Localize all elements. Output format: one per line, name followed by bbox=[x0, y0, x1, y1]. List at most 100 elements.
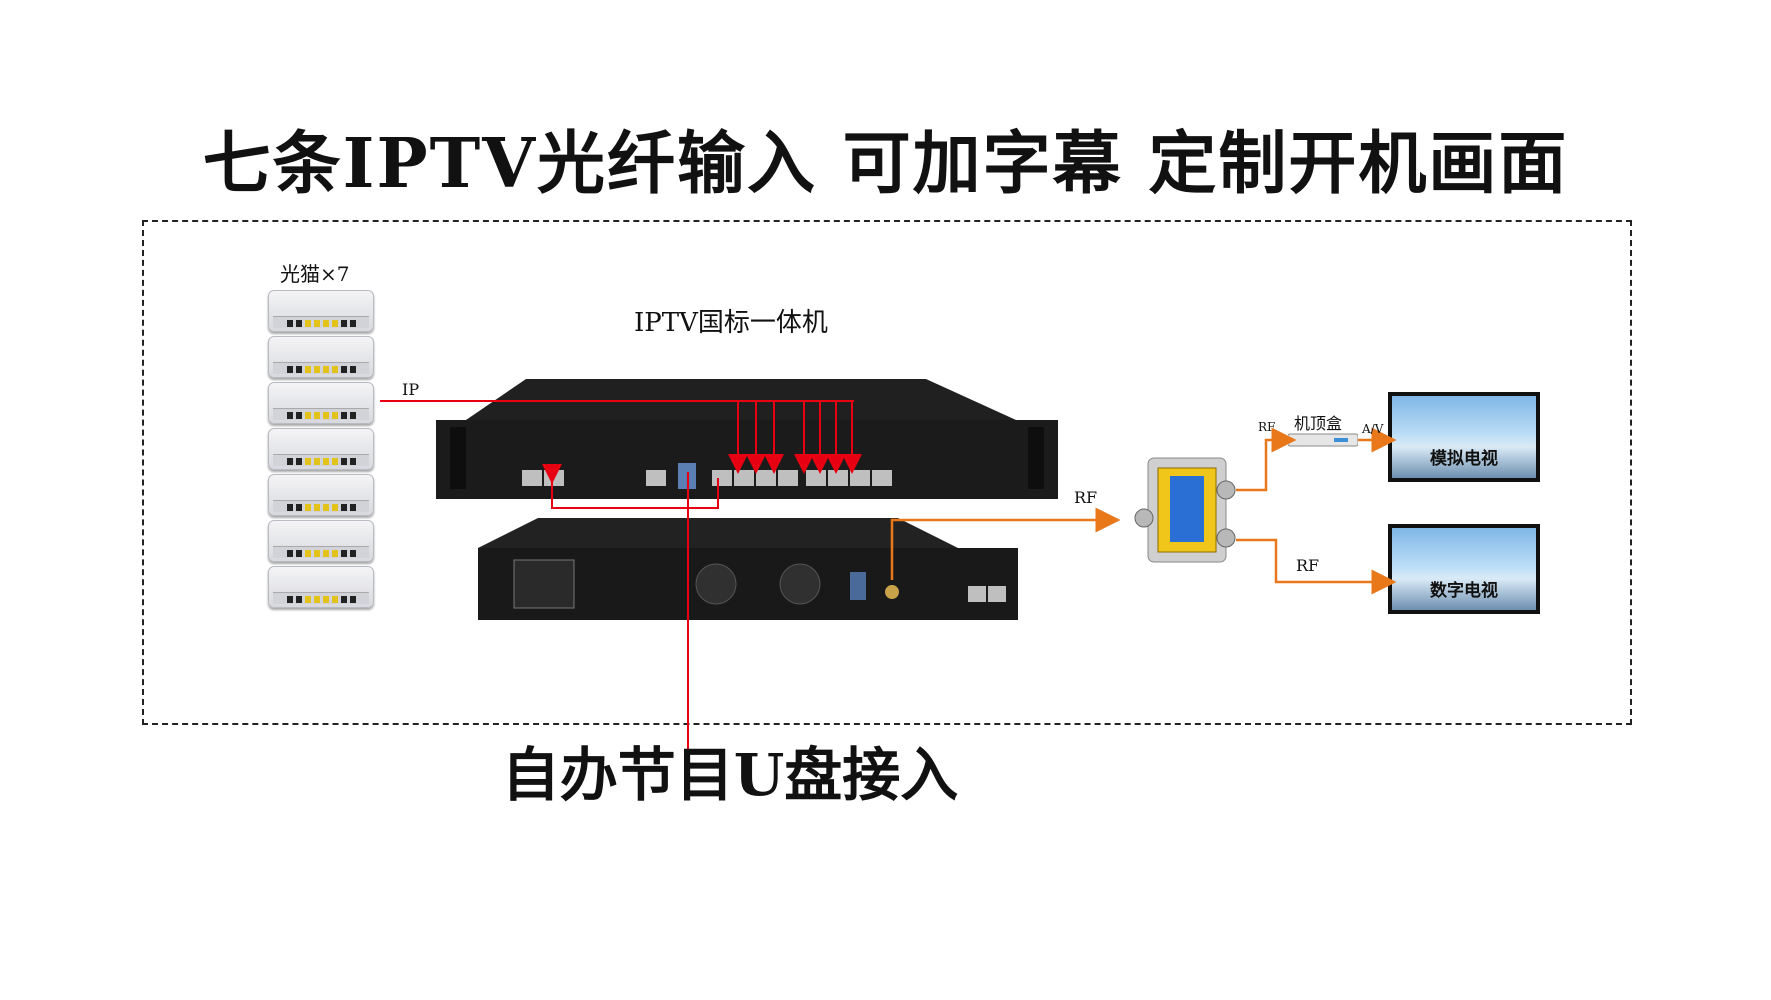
device-label: IPTV国标一体机 bbox=[634, 308, 828, 338]
port-data2 bbox=[968, 586, 986, 602]
device-top-cover bbox=[466, 379, 1016, 420]
modem-port bbox=[296, 412, 302, 419]
modem-port bbox=[341, 412, 347, 419]
modem-port bbox=[314, 366, 320, 373]
settop-display bbox=[1334, 438, 1348, 442]
rf-main-label: RF bbox=[1074, 488, 1098, 507]
port-eth6 bbox=[828, 470, 848, 486]
optical-modem bbox=[268, 336, 374, 378]
modem-port bbox=[323, 596, 329, 603]
rf-to-settop-line bbox=[1236, 427, 1297, 492]
vga-port bbox=[850, 572, 866, 600]
modem-port bbox=[341, 596, 347, 603]
fan-right-icon bbox=[779, 563, 821, 605]
modem-port bbox=[296, 458, 302, 465]
modem-port bbox=[287, 596, 293, 603]
modem-port bbox=[296, 550, 302, 557]
modem-port bbox=[296, 320, 302, 327]
modem-port bbox=[332, 320, 338, 327]
eth-drop-lines bbox=[728, 401, 862, 474]
modem-port bbox=[332, 504, 338, 511]
modem-port bbox=[305, 320, 311, 327]
modem-port bbox=[332, 458, 338, 465]
modem-port bbox=[350, 458, 356, 465]
diagram-frame bbox=[142, 220, 1632, 725]
optical-modem bbox=[268, 428, 374, 470]
modem-port bbox=[350, 412, 356, 419]
modem-port bbox=[287, 366, 293, 373]
optical-modem bbox=[268, 474, 374, 516]
rf-main-line bbox=[890, 507, 1121, 580]
device-rear-panel bbox=[478, 518, 1018, 620]
modem-port bbox=[341, 504, 347, 511]
modem-port bbox=[350, 366, 356, 373]
port-eth7 bbox=[850, 470, 870, 486]
modem-port bbox=[287, 550, 293, 557]
modem-port bbox=[332, 550, 338, 557]
modem-group-label: 光猫×7 bbox=[280, 262, 350, 286]
modem-port bbox=[314, 550, 320, 557]
modem-port bbox=[341, 320, 347, 327]
usb-input-caption: 自办节目U盘接入 bbox=[501, 741, 959, 809]
rf-bottom-label: RF bbox=[1296, 556, 1320, 575]
modem-port bbox=[305, 458, 311, 465]
ip-label: IP bbox=[402, 380, 420, 399]
port-eth2 bbox=[734, 470, 754, 486]
modem-port bbox=[332, 412, 338, 419]
settop-label: 机顶盒 bbox=[1294, 414, 1343, 433]
modem-port bbox=[314, 504, 320, 511]
av-label: A/V bbox=[1362, 422, 1384, 436]
port-eth4 bbox=[778, 470, 798, 486]
fan-left-icon bbox=[695, 563, 737, 605]
modem-port bbox=[323, 504, 329, 511]
rf-splitter bbox=[1134, 457, 1236, 563]
power-inlet bbox=[513, 559, 575, 609]
modem-port bbox=[341, 458, 347, 465]
optical-modem bbox=[268, 520, 374, 562]
modem-port bbox=[287, 458, 293, 465]
modem-port bbox=[287, 504, 293, 511]
device-rear-cover bbox=[478, 518, 958, 548]
modem-port bbox=[350, 596, 356, 603]
modem-port bbox=[332, 366, 338, 373]
splitter-label-band bbox=[1170, 476, 1204, 542]
page-title: 七条IPTV光纤输入 可加字幕 定制开机画面 bbox=[202, 124, 1569, 204]
modem-port bbox=[305, 550, 311, 557]
settop-box bbox=[1288, 433, 1358, 447]
modem-port bbox=[314, 596, 320, 603]
rack-ear-right bbox=[1028, 427, 1044, 489]
data-loop-line bbox=[542, 464, 719, 509]
port-data1 bbox=[988, 586, 1006, 602]
tv-digital: 数字电视 bbox=[1388, 524, 1540, 614]
modem-port bbox=[296, 366, 302, 373]
optical-modem bbox=[268, 382, 374, 424]
modem-port bbox=[323, 458, 329, 465]
tv-analog-label: 模拟电视 bbox=[1430, 449, 1498, 469]
modem-port bbox=[332, 596, 338, 603]
tv-digital-label: 数字电视 bbox=[1430, 581, 1498, 601]
rf-to-digital-tv-line bbox=[1236, 538, 1397, 595]
port-eth3 bbox=[756, 470, 776, 486]
port-eth8 bbox=[872, 470, 892, 486]
optical-modem bbox=[268, 290, 374, 332]
port-eth5 bbox=[806, 470, 826, 486]
modem-port bbox=[341, 550, 347, 557]
rf-out-connector bbox=[885, 585, 899, 599]
port-console bbox=[646, 470, 666, 486]
modem-port bbox=[323, 550, 329, 557]
modem-port bbox=[287, 412, 293, 419]
modem-port bbox=[341, 366, 347, 373]
rf-top-label: RF bbox=[1258, 420, 1276, 434]
modem-port bbox=[314, 412, 320, 419]
tv-analog: 模拟电视 bbox=[1388, 392, 1540, 482]
rack-ear-left bbox=[450, 427, 466, 489]
modem-port bbox=[314, 458, 320, 465]
modem-port bbox=[350, 550, 356, 557]
modem-port bbox=[287, 320, 293, 327]
modem-port bbox=[305, 504, 311, 511]
splitter-output-top bbox=[1216, 480, 1236, 500]
modem-port bbox=[296, 504, 302, 511]
settop-body bbox=[1288, 433, 1358, 447]
modem-port bbox=[305, 412, 311, 419]
